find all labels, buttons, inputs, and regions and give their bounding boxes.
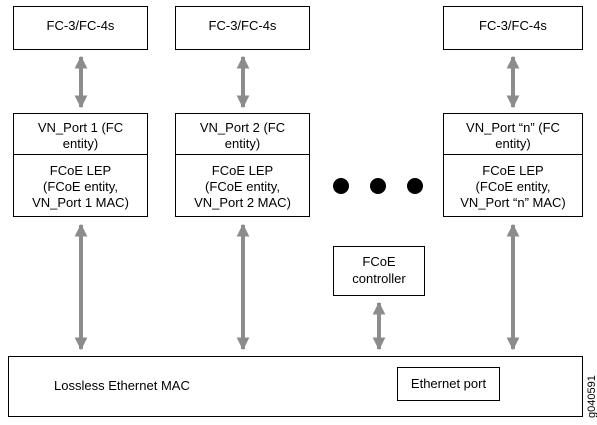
lep-label-line3-port-2: VN_Port 2 MAC) — [194, 195, 291, 210]
fc-box-port-1 — [13, 6, 148, 50]
vn-port-label-line2-port-2: entity) — [224, 136, 261, 151]
vn-port-label-line2-port-1: entity) — [62, 136, 99, 151]
fcoe-controller-box — [333, 246, 425, 296]
vn-port-label-line2-port-n: entity) — [495, 136, 531, 151]
vn-port-box-port-n — [443, 113, 583, 217]
lep-label-line1-port-1: FCoE LEP — [49, 163, 112, 178]
fc-label-port-n: FC-3/FC-4s — [479, 18, 547, 33]
ellipsis-dot-3 — [407, 178, 423, 194]
lep-label-line1-port-2: FCoE LEP — [211, 163, 274, 178]
vn-lep-divider-port-n — [443, 154, 583, 155]
fc-box-port-n — [443, 6, 583, 50]
vn-port-label-line1-port-1: VN_Port 1 (FC — [37, 120, 124, 135]
fc-label-port-2: FC-3/FC-4s — [208, 18, 277, 33]
ellipsis-dot-1 — [333, 178, 349, 194]
figure-id: g040591 — [586, 375, 597, 418]
lep-label-line2-port-1: (FCoE entity, — [43, 179, 118, 194]
vn-port-label-line1-port-n: VN_Port “n” (FC — [466, 120, 560, 135]
vn-port-box-port-1 — [13, 113, 148, 217]
lep-label-line2-port-2: (FCoE entity, — [205, 179, 280, 194]
vn-lep-divider-port-1 — [13, 154, 148, 155]
vn-port-box-port-2 — [175, 113, 310, 217]
lep-label-line1-port-n: FCoE LEP — [482, 163, 544, 178]
controller-label-line2: controller — [352, 271, 406, 286]
lossless-ethernet-mac-label: Lossless Ethernet MAC — [54, 378, 190, 393]
lep-label-line3-port-n: VN_Port “n” MAC) — [460, 195, 566, 210]
ethernet-port-label: Ethernet port — [410, 376, 487, 391]
fc-box-port-2 — [175, 6, 310, 50]
controller-label-line1: FCoE — [362, 254, 396, 269]
fc-label-port-1: FC-3/FC-4s — [46, 18, 115, 33]
lep-label-line2-port-n: (FCoE entity, — [475, 179, 551, 194]
lep-label-line3-port-1: VN_Port 1 MAC) — [32, 195, 129, 210]
vn-lep-divider-port-2 — [175, 154, 310, 155]
ellipsis-dot-2 — [370, 178, 386, 194]
ethernet-port-box — [397, 367, 500, 401]
vn-port-label-line1-port-2: VN_Port 2 (FC — [199, 120, 286, 135]
